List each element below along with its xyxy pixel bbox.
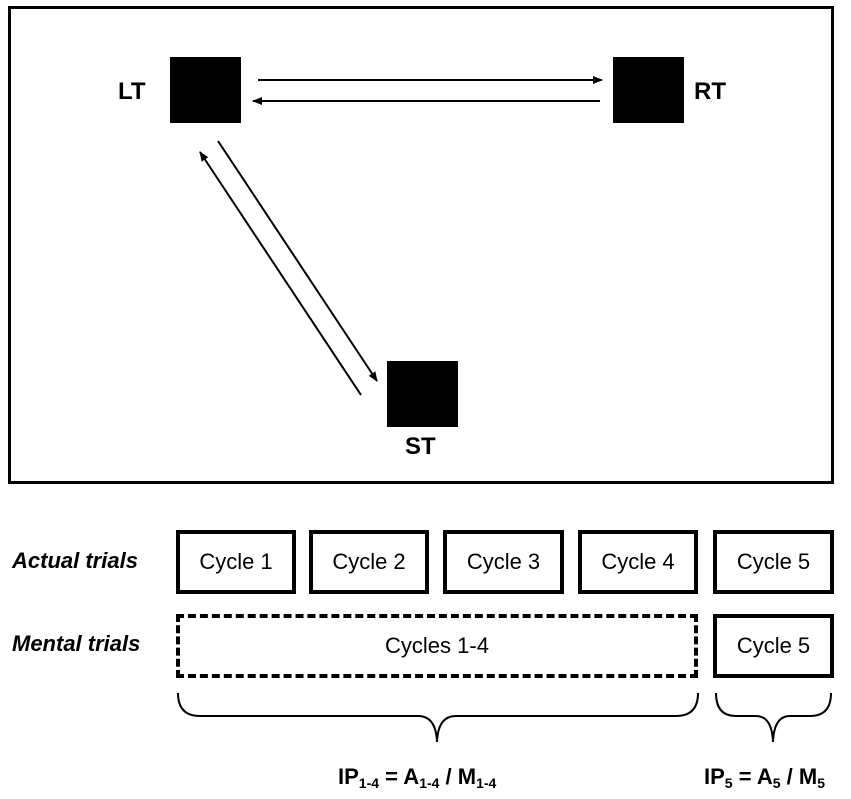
formula-m-sub: 5 xyxy=(817,775,826,791)
right-target xyxy=(613,57,684,123)
formula-div: / xyxy=(439,764,458,789)
formula-div: / xyxy=(780,764,799,789)
mental-cycle-5: Cycle 5 xyxy=(713,614,834,678)
formula-a: A xyxy=(756,764,773,789)
actual-cycle-3: Cycle 3 xyxy=(443,530,564,594)
formula-ip: IP xyxy=(338,764,359,789)
formula-cycle-5: IP5 = A5 / M5 xyxy=(704,764,826,791)
formula-m: M xyxy=(457,764,477,789)
side-target xyxy=(387,361,458,427)
actual-trials-label: Actual trials xyxy=(12,548,138,573)
brace-cycles-1-4 xyxy=(177,692,699,743)
formula-eq: = xyxy=(379,764,404,789)
actual-cycle-2: Cycle 2 xyxy=(309,530,429,594)
side-target-label: ST xyxy=(405,433,436,460)
formula-m-sub: 1-4 xyxy=(476,775,497,791)
actual-cycle-5: Cycle 5 xyxy=(713,530,834,594)
mental-trials-label: Mental trials xyxy=(12,631,141,656)
formula-m: M xyxy=(798,764,818,789)
actual-cycle-1: Cycle 1 xyxy=(176,530,296,594)
formula-eq: = xyxy=(732,764,757,789)
formula-a-sub: 5 xyxy=(772,775,781,791)
formula-ip-sub: 5 xyxy=(724,775,733,791)
arrow-lt-to-st xyxy=(217,140,378,382)
formula-cycles-1-4: IP1-4 = A1-4 / M1-4 xyxy=(338,764,497,791)
left-target-label: LT xyxy=(118,78,146,105)
right-target-label: RT xyxy=(694,78,726,105)
formula-ip: IP xyxy=(704,764,725,789)
arrow-st-to-lt xyxy=(199,151,362,396)
mental-cycles-1-4: Cycles 1-4 xyxy=(176,614,698,678)
brace-cycle-5 xyxy=(715,692,832,743)
tapping-area-frame xyxy=(8,6,834,484)
formula-a-sub: 1-4 xyxy=(419,775,440,791)
actual-cycle-4: Cycle 4 xyxy=(578,530,698,594)
left-target xyxy=(170,57,241,123)
formula-a: A xyxy=(403,764,420,789)
formula-ip-sub: 1-4 xyxy=(358,775,380,791)
